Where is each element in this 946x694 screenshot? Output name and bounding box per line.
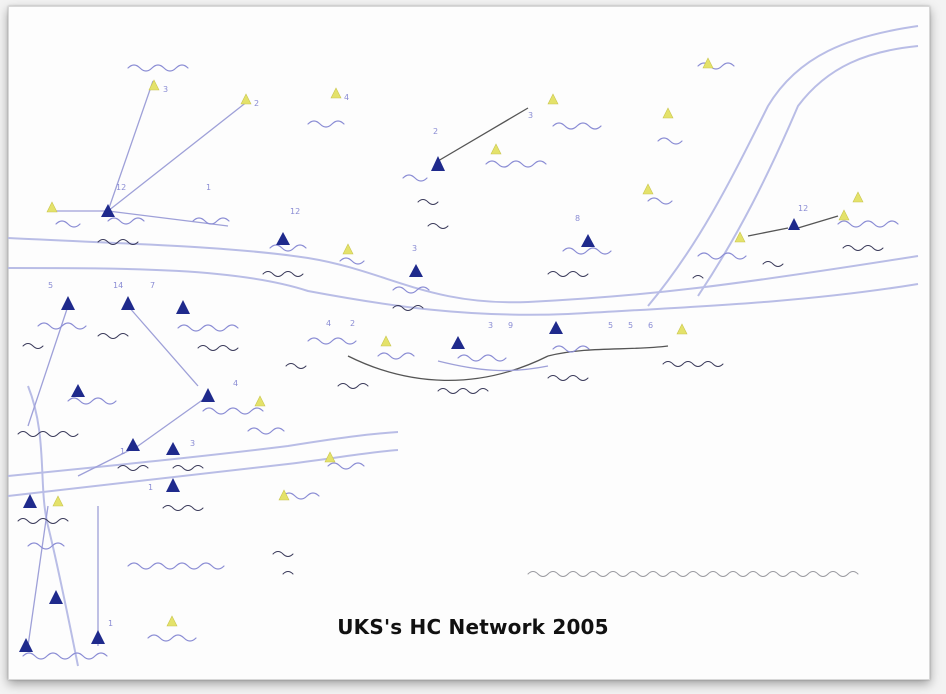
hc-triangle-icon — [451, 336, 465, 349]
svg-text:1: 1 — [108, 619, 113, 628]
svg-text:5: 5 — [608, 321, 613, 330]
svg-text:6: 6 — [648, 321, 653, 330]
hc-triangle-icon — [166, 442, 180, 455]
small-number-marks: 3 2 4 3 2 12 1 12 3 8 12 5 14 7 4 2 3 9 … — [48, 85, 808, 628]
svg-text:8: 8 — [575, 214, 580, 223]
village-triangle-icon — [166, 615, 178, 627]
health-centre-markers — [19, 156, 800, 652]
village-triangle-icon — [380, 335, 392, 347]
hc-triangle-icon — [201, 388, 215, 402]
village-triangle-icon — [676, 323, 688, 335]
village-triangle-icon — [838, 209, 850, 221]
svg-text:2: 2 — [433, 127, 438, 136]
village-triangle-icon — [148, 79, 160, 91]
svg-text:12: 12 — [116, 183, 126, 192]
hc-triangle-icon — [19, 638, 33, 652]
hc-triangle-icon — [176, 300, 190, 314]
map-caption: UKS's HC Network 2005 — [337, 615, 609, 639]
village-triangle-icon — [330, 87, 342, 99]
hc-triangle-icon — [549, 321, 563, 334]
village-triangle-icon — [702, 57, 714, 69]
svg-text:4: 4 — [344, 93, 349, 102]
dark-handwriting — [17, 199, 884, 577]
hc-triangle-icon — [431, 156, 445, 171]
village-triangle-icon — [278, 489, 290, 501]
village-triangle-icon — [852, 191, 864, 203]
hc-triangle-icon — [101, 204, 115, 217]
village-triangle-icon — [547, 93, 559, 105]
svg-text:5: 5 — [628, 321, 633, 330]
hc-triangle-icon — [121, 296, 135, 310]
svg-text:7: 7 — [150, 281, 155, 290]
hc-triangle-icon — [49, 590, 63, 604]
village-triangle-icon — [52, 495, 64, 507]
svg-text:3: 3 — [190, 439, 195, 448]
svg-text:4: 4 — [233, 379, 238, 388]
svg-text:3: 3 — [528, 111, 533, 120]
svg-text:5: 5 — [48, 281, 53, 290]
svg-text:1: 1 — [206, 183, 211, 192]
hc-triangle-icon — [61, 296, 75, 310]
svg-text:2: 2 — [350, 319, 355, 328]
map-paper — [8, 6, 930, 680]
hc-triangle-icon — [91, 630, 105, 644]
village-triangle-icon — [662, 107, 674, 119]
village-triangle-icon — [240, 93, 252, 105]
svg-text:12: 12 — [798, 204, 808, 213]
svg-text:3: 3 — [412, 244, 417, 253]
hc-triangle-icon — [788, 218, 800, 230]
svg-text:2: 2 — [254, 99, 259, 108]
network-lines — [27, 80, 839, 647]
village-triangle-icon — [254, 395, 266, 407]
village-triangle-icon — [46, 201, 58, 213]
hc-triangle-icon — [276, 232, 290, 245]
svg-text:1: 1 — [120, 447, 125, 456]
village-triangle-icon — [642, 183, 654, 195]
hc-triangle-icon — [71, 384, 85, 397]
village-markers — [46, 57, 864, 627]
svg-text:3: 3 — [488, 321, 493, 330]
svg-text:3: 3 — [163, 85, 168, 94]
village-triangle-icon — [342, 243, 354, 255]
village-triangle-icon — [324, 451, 336, 463]
hand-drawn-network-map: 3 2 4 3 2 12 1 12 3 8 12 5 14 7 4 2 3 9 … — [8, 25, 919, 667]
svg-text:1: 1 — [148, 483, 153, 492]
rivers — [8, 25, 919, 667]
hc-triangle-icon — [166, 478, 180, 492]
hc-triangle-icon — [581, 234, 595, 247]
hc-triangle-icon — [409, 264, 423, 277]
hc-triangle-icon — [126, 438, 140, 451]
village-triangle-icon — [490, 143, 502, 155]
hc-triangle-icon — [23, 494, 37, 508]
svg-text:4: 4 — [326, 319, 331, 328]
village-triangle-icon — [734, 231, 746, 243]
scribbled-labels — [22, 62, 899, 660]
svg-text:12: 12 — [290, 207, 300, 216]
svg-text:9: 9 — [508, 321, 513, 330]
svg-text:14: 14 — [113, 281, 123, 290]
